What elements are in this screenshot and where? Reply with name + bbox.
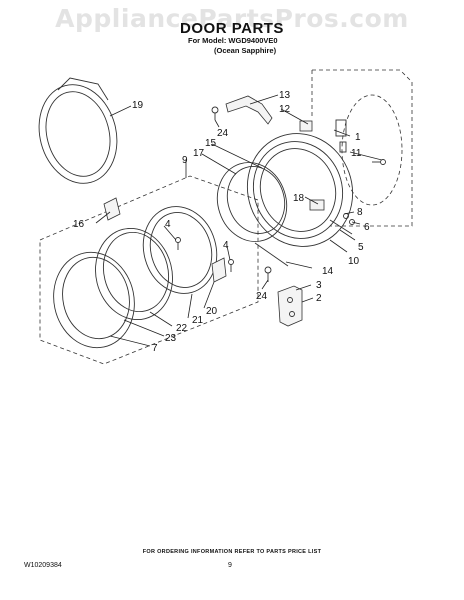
door-glass-gasket <box>216 162 288 242</box>
callout-7: 7 <box>152 343 158 354</box>
part-9-door-assembly-box <box>39 175 259 365</box>
model-line: For Model: WGD9400VE0 <box>188 36 278 45</box>
callout-23: 23 <box>165 333 177 344</box>
page-number: 9 <box>228 562 232 569</box>
callout-5: 5 <box>358 242 364 253</box>
part-2-hinge <box>277 285 303 327</box>
variant-line: (Ocean Sapphire) <box>214 46 277 55</box>
part-12-hinge-clip <box>299 120 313 132</box>
part-11-screw <box>372 159 386 165</box>
leader-lines <box>95 94 383 347</box>
callout-24-lower: 24 <box>256 291 268 302</box>
part-4-screw-right <box>228 259 234 272</box>
cabinet-front-panel <box>311 69 413 227</box>
callout-24-upper: 24 <box>217 128 229 139</box>
part-24-screw-lower <box>264 266 272 282</box>
callout-13: 13 <box>279 90 291 101</box>
part-14-rod <box>254 242 289 267</box>
callout-1: 1 <box>355 132 361 143</box>
ordering-note: FOR ORDERING INFORMATION REFER TO PARTS … <box>142 549 322 555</box>
callout-22: 22 <box>176 323 188 334</box>
watermark-text: AppliancePartsPros.com <box>55 4 409 33</box>
callout-16: 16 <box>73 219 85 230</box>
callout-19: 19 <box>132 100 144 111</box>
callout-14: 14 <box>322 266 334 277</box>
callout-6: 6 <box>364 222 370 233</box>
part-19-seal-ring <box>38 77 118 184</box>
callout-15: 15 <box>205 138 217 149</box>
door-frame-assembly <box>246 133 355 247</box>
callout-20: 20 <box>206 306 218 317</box>
callout-12: 12 <box>279 104 291 115</box>
callout-17: 17 <box>193 148 205 159</box>
part-13-bracket <box>225 95 273 125</box>
part-24-screw-upper <box>211 106 219 120</box>
callout-2: 2 <box>316 293 322 304</box>
callout-10: 10 <box>348 256 360 267</box>
callout-3: 3 <box>316 280 322 291</box>
callout-11: 11 <box>351 148 362 159</box>
callout-18: 18 <box>293 193 305 204</box>
page-title: DOOR PARTS <box>180 20 284 37</box>
callout-9: 9 <box>182 155 188 166</box>
callout-8: 8 <box>357 207 363 218</box>
door-ring-stack <box>53 197 227 349</box>
callout-21: 21 <box>192 315 204 326</box>
document-number: W10209384 <box>24 562 62 569</box>
callout-4-left: 4 <box>165 219 171 230</box>
callout-4-right: 4 <box>223 240 229 251</box>
